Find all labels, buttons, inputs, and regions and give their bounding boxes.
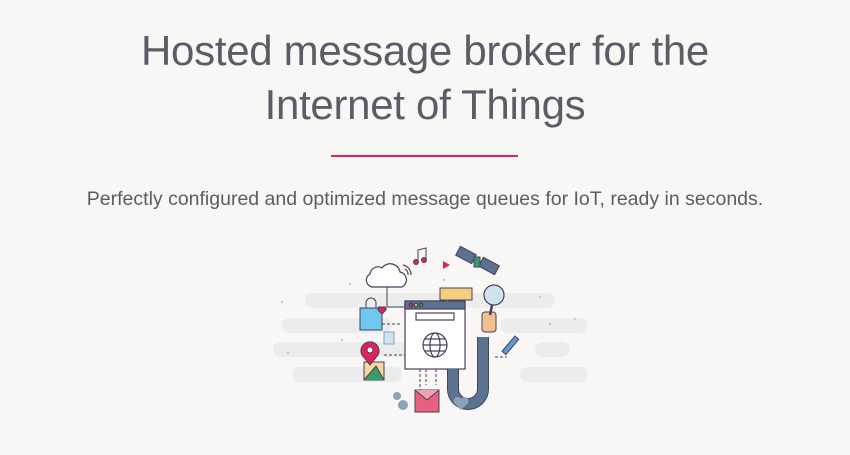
cloud-icon — [365, 263, 412, 288]
heart-icon — [377, 306, 387, 315]
gears-icon — [393, 392, 408, 410]
browser-window-icon — [404, 300, 466, 370]
accent-divider — [331, 155, 518, 157]
map-pin-icon — [360, 341, 380, 366]
iot-illustration — [273, 245, 588, 413]
map-icon — [363, 361, 385, 381]
hero-title-line1: Hosted message broker for the — [141, 27, 709, 74]
play-icon — [443, 261, 450, 269]
satellite-icon — [455, 245, 500, 276]
envelope-icon — [414, 389, 440, 413]
hero-title-line2: Internet of Things — [264, 81, 586, 128]
hero-subtitle: Perfectly configured and optimized messa… — [86, 188, 764, 210]
shopping-bag-icon — [359, 297, 387, 331]
hero-title: Hosted message broker for the Internet o… — [0, 24, 850, 132]
globe-icon — [422, 332, 448, 358]
film-icon — [383, 331, 395, 345]
heart-icon — [453, 396, 469, 410]
music-note-icon — [413, 247, 427, 265]
pencil-icon — [501, 335, 520, 356]
hand-icon — [481, 311, 497, 333]
magnifier-icon — [483, 284, 505, 316]
